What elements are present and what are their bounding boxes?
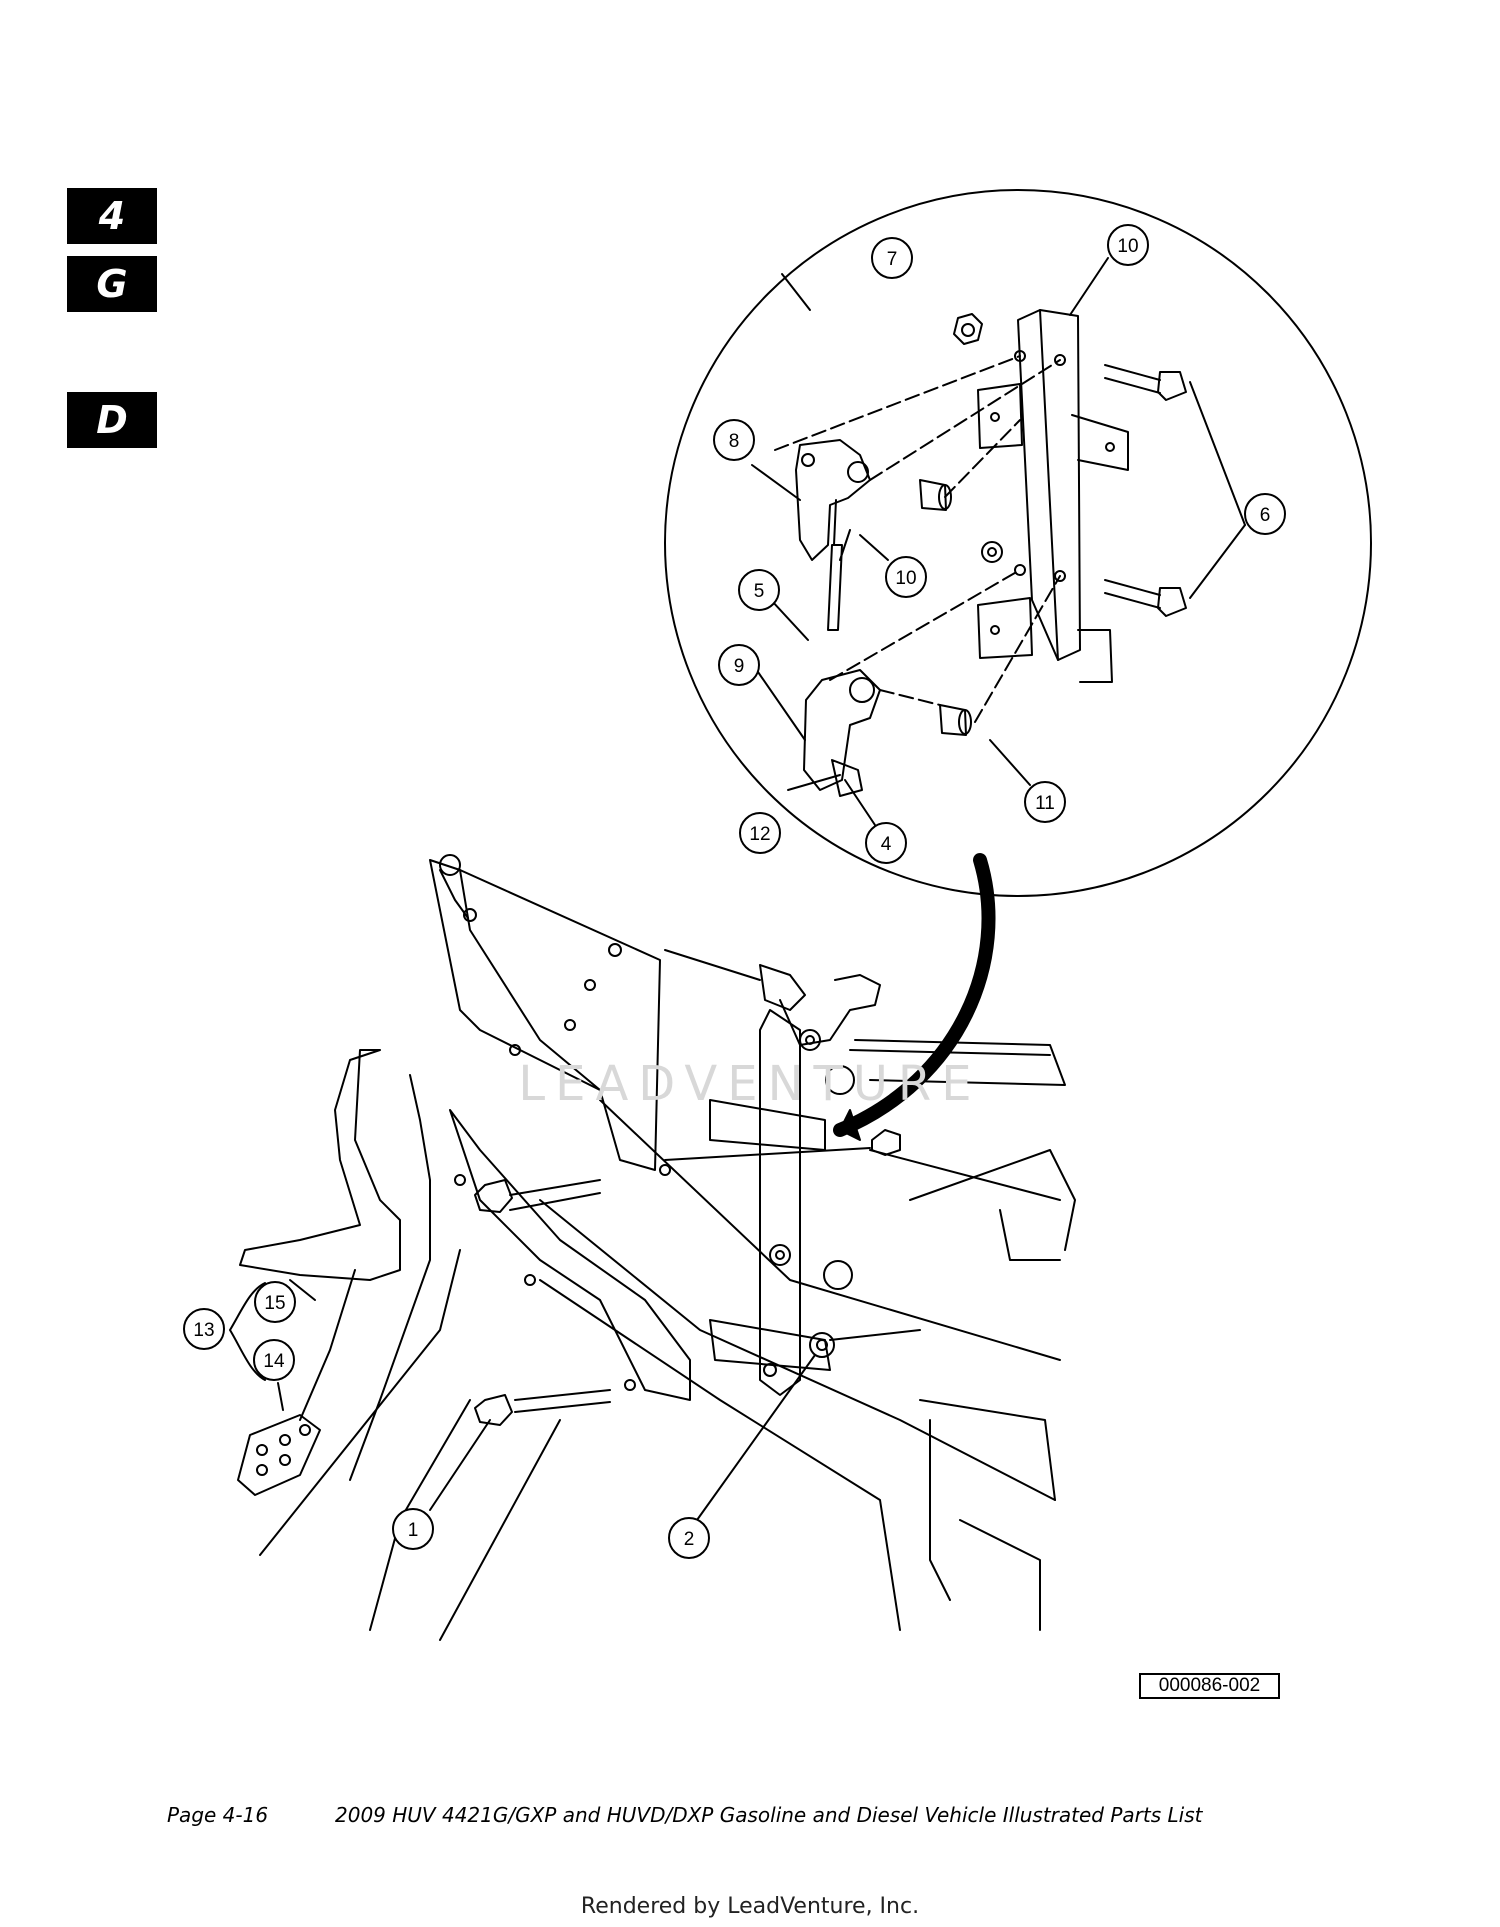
vertical-bracket: [759, 1009, 801, 1396]
page-number: Page 4-16: [167, 1803, 269, 1827]
lower-bracket: [449, 1109, 691, 1401]
callout-5: 5: [754, 581, 765, 602]
pedal-pad: [237, 1414, 321, 1496]
callout-12: 12: [749, 824, 770, 845]
linkage-rod: [664, 949, 761, 981]
detail-circle: [664, 189, 1372, 897]
nut-7: [953, 313, 983, 345]
callout-11: 11: [1035, 793, 1055, 814]
callout-6: 6: [1260, 505, 1271, 526]
pedal-arm: [239, 1049, 401, 1281]
bolt-1: [509, 1179, 601, 1211]
callout-1: 1: [408, 1520, 419, 1541]
rod-5: [827, 544, 843, 631]
bolt-lower: [1104, 579, 1161, 609]
callout-15: 15: [264, 1293, 285, 1314]
parts-diagram: LEADVENTURE 1 2 4 5 6 7 8 9 10 10 11 12 …: [183, 189, 1372, 1641]
detail-arrow: [833, 853, 996, 1137]
callout-13: 13: [193, 1320, 214, 1341]
figure-id: 000086-002: [1139, 1673, 1280, 1699]
lower-arm: [803, 669, 881, 791]
callout-7: 7: [887, 249, 898, 270]
callout-4: 4: [881, 834, 892, 855]
callout-9: 9: [734, 656, 745, 677]
document-title: 2009 HUV 4421G/GXP and HUVD/DXP Gasoline…: [335, 1803, 1203, 1827]
section-tab-g[interactable]: G: [67, 256, 157, 312]
section-tab-d[interactable]: D: [67, 392, 157, 448]
callout-10-upper: 10: [1117, 236, 1138, 257]
section-tab-4[interactable]: 4: [67, 188, 157, 244]
watermark-text: LEADVENTURE: [518, 1056, 981, 1112]
nut-2: [809, 1332, 835, 1358]
mounting-plate: [429, 859, 661, 1171]
rendered-by-credit: Rendered by LeadVenture, Inc.: [580, 1894, 920, 1919]
callout-2: 2: [684, 1529, 695, 1550]
upper-arm: [795, 439, 871, 561]
callout-10-lower: 10: [895, 568, 916, 589]
bolt-upper: [1104, 364, 1161, 394]
callout-8: 8: [729, 431, 740, 452]
callout-14: 14: [263, 1351, 285, 1372]
